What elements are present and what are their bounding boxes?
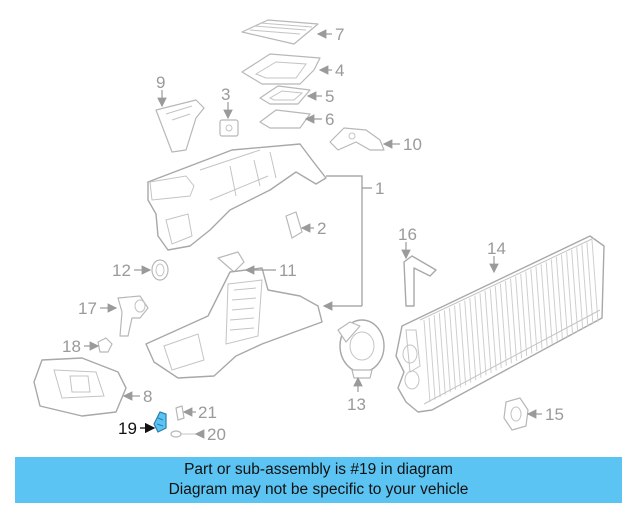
callout-13: 13 [347, 395, 366, 414]
callout-11: 11 [279, 261, 297, 280]
callout-4: 4 [335, 61, 344, 80]
part-13-blower-motor[interactable] [337, 319, 385, 379]
parts-diagram: 1 2 3 4 5 6 7 8 9 10 11 12 13 14 15 16 1… [33, 19, 605, 444]
part-8-module[interactable] [33, 357, 127, 417]
core-fin [520, 273, 528, 356]
callout-numbers: 1 2 3 4 5 6 7 8 9 10 11 12 13 14 15 16 1… [62, 25, 564, 444]
core-fin [469, 298, 477, 381]
core-fin [428, 317, 436, 400]
core-fin [494, 286, 502, 369]
core-fin [484, 290, 492, 373]
callout-7: 7 [335, 25, 344, 44]
callout-9: 9 [156, 73, 165, 92]
part-3-actuator[interactable] [219, 119, 239, 137]
part-17-fitting[interactable] [117, 295, 149, 337]
core-fin [581, 244, 589, 327]
part-4-frame[interactable] [241, 53, 321, 85]
part-14-heater-core[interactable] [395, 235, 605, 413]
core-fin [459, 302, 467, 386]
core-fin [510, 278, 518, 361]
core-fin [464, 300, 472, 383]
core-fin [504, 281, 512, 364]
core-fin [454, 305, 462, 388]
core-fin [448, 307, 456, 390]
callout-6: 6 [325, 110, 334, 129]
core-fin [474, 295, 482, 378]
core-fin [566, 252, 574, 335]
part-11-lower-housing[interactable] [145, 251, 323, 379]
core-fin [499, 283, 507, 366]
core-fin [423, 319, 431, 403]
callout-1: 1 [375, 179, 384, 198]
core-fin [489, 288, 497, 371]
callout-20: 20 [207, 425, 226, 444]
banner-line-2: Diagram may not be specific to your vehi… [168, 481, 469, 498]
core-fin [525, 271, 533, 354]
core-fin [433, 315, 441, 398]
core-fin [576, 247, 584, 330]
callout-15: 15 [545, 405, 564, 424]
part-21-clip[interactable] [175, 405, 185, 421]
core-fin [515, 276, 523, 359]
core-fin [545, 261, 553, 344]
core-fin [438, 312, 446, 395]
part-16-hose[interactable] [403, 255, 437, 307]
core-fin [571, 249, 579, 332]
banner-line-1: Part or sub-assembly is #19 in diagram [184, 461, 453, 478]
part-9-duct[interactable] [155, 99, 205, 153]
core-fin [550, 259, 558, 342]
part-1-upper-housing[interactable] [147, 143, 327, 251]
part-6-filter[interactable] [259, 109, 311, 129]
callout-5: 5 [325, 87, 334, 106]
callout-8: 8 [143, 387, 152, 406]
core-fin [591, 239, 599, 323]
core-fin [443, 310, 451, 393]
core-fin [560, 254, 568, 337]
part-20-screw[interactable] [170, 430, 196, 438]
part-10-bracket[interactable] [329, 127, 385, 151]
core-fin [555, 256, 563, 340]
callout-14: 14 [487, 239, 506, 258]
core-fin [530, 269, 538, 352]
callout-12: 12 [112, 261, 131, 280]
core-fin [586, 242, 594, 325]
core-fin [535, 266, 543, 349]
part-7-grille[interactable] [241, 19, 319, 45]
core-fin [479, 293, 487, 376]
leader-lines [84, 29, 542, 439]
callout-21: 21 [198, 403, 217, 422]
part-15-gasket[interactable] [503, 397, 529, 431]
callout-18: 18 [62, 337, 81, 356]
callout-3: 3 [221, 85, 230, 104]
callout-17: 17 [78, 299, 97, 318]
part-19-clip[interactable] [153, 411, 167, 433]
core-fin [540, 264, 548, 347]
part-12-seal[interactable] [151, 259, 169, 281]
part-18-nut[interactable] [97, 337, 113, 353]
callout-19: 19 [118, 419, 137, 438]
callout-16: 16 [398, 225, 417, 244]
callout-2: 2 [317, 219, 326, 238]
part-2-plate[interactable] [285, 211, 303, 239]
info-banner: Part or sub-assembly is #19 in diagram D… [15, 457, 622, 503]
callout-10: 10 [403, 135, 422, 154]
part-5-gasket[interactable] [259, 85, 311, 105]
